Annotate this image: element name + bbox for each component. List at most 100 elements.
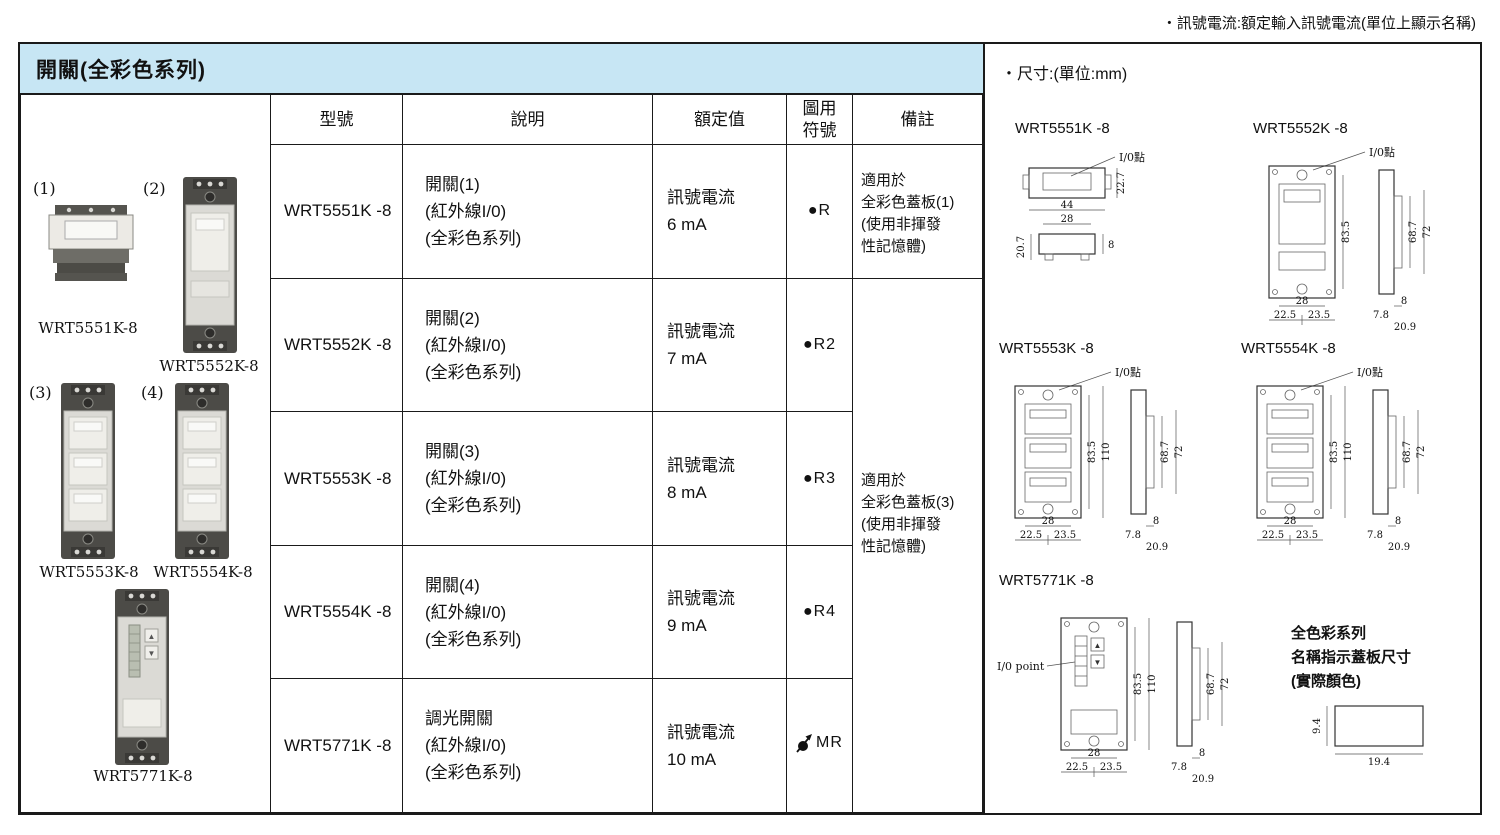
svg-text:83.5: 83.5 (1329, 441, 1340, 463)
desc-cell: 開關(2) (紅外線I/0) (全彩色系列) (402, 277, 653, 413)
table-row: WRT5552K -8 開關(2) (紅外線I/0) (全彩色系列) 訊號電流 … (21, 277, 983, 814)
svg-text:22.5: 22.5 (1262, 530, 1284, 541)
symbol-label: MR (816, 734, 843, 752)
table-row: WRT5771K -8 調光開關 (紅外線I/0) (全彩色系列) 訊號電流 1… (21, 678, 983, 813)
svg-text:8: 8 (1395, 516, 1401, 527)
svg-text:83.5: 83.5 (1133, 673, 1144, 695)
svg-text:7.8: 7.8 (1125, 530, 1141, 541)
col-header-notes: 備註 (852, 93, 983, 146)
svg-text:22.5: 22.5 (1020, 530, 1042, 541)
svg-text:8: 8 (1108, 240, 1114, 251)
svg-text:28: 28 (1088, 748, 1101, 759)
svg-text:22.7: 22.7 (1116, 172, 1127, 194)
svg-text:20.9: 20.9 (1146, 542, 1168, 553)
svg-text:8: 8 (1401, 296, 1407, 307)
product-photo-wrt5771k: ▲ ▼ (115, 589, 169, 765)
svg-text:44: 44 (1061, 200, 1074, 211)
svg-text:23.5: 23.5 (1054, 530, 1076, 541)
svg-text:7.8: 7.8 (1367, 530, 1383, 541)
fig2-number: (2) (143, 179, 166, 198)
color-plate-block: 全色彩系列 名稱指示蓋板尺寸 (實際顏色) 9.4 19.4 (1291, 622, 1451, 773)
svg-text:19.4: 19.4 (1368, 757, 1390, 768)
desc-cell: 調光開關 (紅外線I/0) (全彩色系列) (402, 678, 653, 813)
model-cell: WRT5553K -8 (270, 411, 403, 546)
dimension-drawing-wrt5551k: I/0點 22.7 44 28 20.7 8 (1016, 151, 1145, 261)
svg-text:72: 72 (1416, 446, 1427, 459)
model-cell: WRT5554K -8 (270, 544, 403, 680)
table-row: WRT5551K -8 開關(1) (紅外線I/0) (全彩色系列) 訊號電流 … (21, 144, 983, 279)
svg-text:68.7: 68.7 (1408, 221, 1419, 243)
rated-cell: 訊號電流 7 mA (652, 277, 787, 413)
io-point-label: I/0點 (1119, 151, 1145, 164)
dim-title: WRT5771K -8 (999, 572, 1094, 589)
svg-text:8: 8 (1199, 748, 1205, 759)
svg-text:23.5: 23.5 (1308, 310, 1330, 321)
svg-text:28: 28 (1284, 516, 1297, 527)
model-cell: WRT5551K -8 (270, 144, 403, 279)
up-triangle-icon: ▲ (1094, 641, 1102, 650)
name-plate-drawing: 9.4 19.4 (1312, 705, 1424, 768)
rated-cell: 訊號電流 10 mA (652, 678, 787, 813)
svg-text:20.7: 20.7 (1016, 236, 1027, 258)
model-cell: WRT5771K -8 (270, 678, 403, 813)
svg-text:7.8: 7.8 (1171, 762, 1187, 773)
svg-text:20.9: 20.9 (1388, 542, 1410, 553)
dim-block-wrt5771k: WRT5771K -8 I/0 point ▲ ▼ 83.5 110 (995, 572, 1275, 793)
svg-text:68.7: 68.7 (1206, 673, 1217, 695)
desc-cell: 開關(4) (紅外線I/0) (全彩色系列) (402, 544, 653, 680)
dim-block-wrt5552k: WRT5552K -8 I/0點 83.5 68.7 72 (1253, 120, 1468, 341)
svg-text:20.9: 20.9 (1394, 322, 1416, 333)
svg-text:68.7: 68.7 (1160, 441, 1171, 463)
fig4-caption: WRT5554K-8 (153, 563, 253, 581)
product-photo-wrt5554k (175, 383, 229, 559)
dim-block-wrt5551k: WRT5551K -8 I/0點 22.7 44 28 20.7 (1015, 120, 1225, 285)
svg-text:110: 110 (1101, 442, 1112, 461)
dim-title: WRT5551K -8 (1015, 120, 1110, 137)
dimension-drawing-wrt5554k: I/0點 83.5 110 68.7 72 28 (1256, 366, 1427, 553)
dimensions-title: ・尺寸:(單位:mm) (1001, 66, 1128, 83)
dimension-drawing-wrt5553k: I/0點 83.5 110 68.7 72 28 (1014, 366, 1185, 553)
svg-text:28: 28 (1061, 214, 1074, 225)
signal-current-note: ・訊號電流:額定輸入訊號電流(單位上顯示名稱) (1161, 15, 1476, 32)
rated-cell: 訊號電流 8 mA (652, 411, 787, 546)
symbol-cell: ●R (786, 144, 853, 279)
symbol-cell: ●R4 (786, 544, 853, 680)
io-point-label: I/0點 (1115, 366, 1141, 379)
svg-text:23.5: 23.5 (1296, 530, 1318, 541)
spec-table: (1) WRT5551K-8 (2) (20, 93, 983, 814)
svg-text:68.7: 68.7 (1402, 441, 1413, 463)
fig5-caption: WRT5771K-8 (93, 767, 193, 785)
svg-text:23.5: 23.5 (1100, 762, 1122, 773)
fig1-number: (1) (33, 179, 56, 198)
desc-cell: 開關(1) (紅外線I/0) (全彩色系列) (402, 144, 653, 279)
fig3-caption: WRT5553K-8 (39, 563, 139, 581)
notes-cell: 適用於 全彩色蓋板(1) (使用非揮發 性記憶體) (852, 144, 983, 279)
up-triangle-icon: ▲ (148, 632, 156, 641)
product-images-cell: (1) WRT5551K-8 (2) (20, 94, 271, 813)
dim-title: WRT5553K -8 (999, 340, 1094, 357)
product-photo-wrt5551k (48, 205, 134, 281)
symbol-cell: MR (786, 678, 853, 813)
svg-text:22.5: 22.5 (1066, 762, 1088, 773)
io-point-label: I/0點 (1357, 366, 1383, 379)
symbol-cell: ●R2 (786, 277, 853, 413)
notes-cell-merged: 適用於 全彩色蓋板(3) (使用非揮發 性記憶體) (852, 277, 983, 814)
col-header-symbol: 圖用 符號 (786, 93, 853, 146)
svg-text:83.5: 83.5 (1341, 221, 1352, 243)
svg-text:28: 28 (1296, 296, 1309, 307)
io-point-label: I/0點 (1369, 146, 1395, 159)
svg-text:8: 8 (1153, 516, 1159, 527)
svg-text:83.5: 83.5 (1087, 441, 1098, 463)
product-photo-wrt5553k (61, 383, 115, 559)
dim-block-wrt5554k: WRT5554K -8 I/0點 83.5 110 68.7 (1241, 340, 1469, 561)
svg-text:72: 72 (1174, 446, 1185, 459)
model-cell: WRT5552K -8 (270, 277, 403, 413)
col-header-desc: 說明 (402, 93, 653, 146)
svg-text:110: 110 (1343, 442, 1354, 461)
down-triangle-icon: ▼ (1094, 658, 1102, 667)
svg-text:110: 110 (1147, 674, 1158, 693)
svg-text:7.8: 7.8 (1373, 310, 1389, 321)
fig3-number: (3) (29, 383, 52, 402)
svg-text:72: 72 (1220, 678, 1231, 691)
product-photo-wrt5552k (183, 177, 237, 353)
